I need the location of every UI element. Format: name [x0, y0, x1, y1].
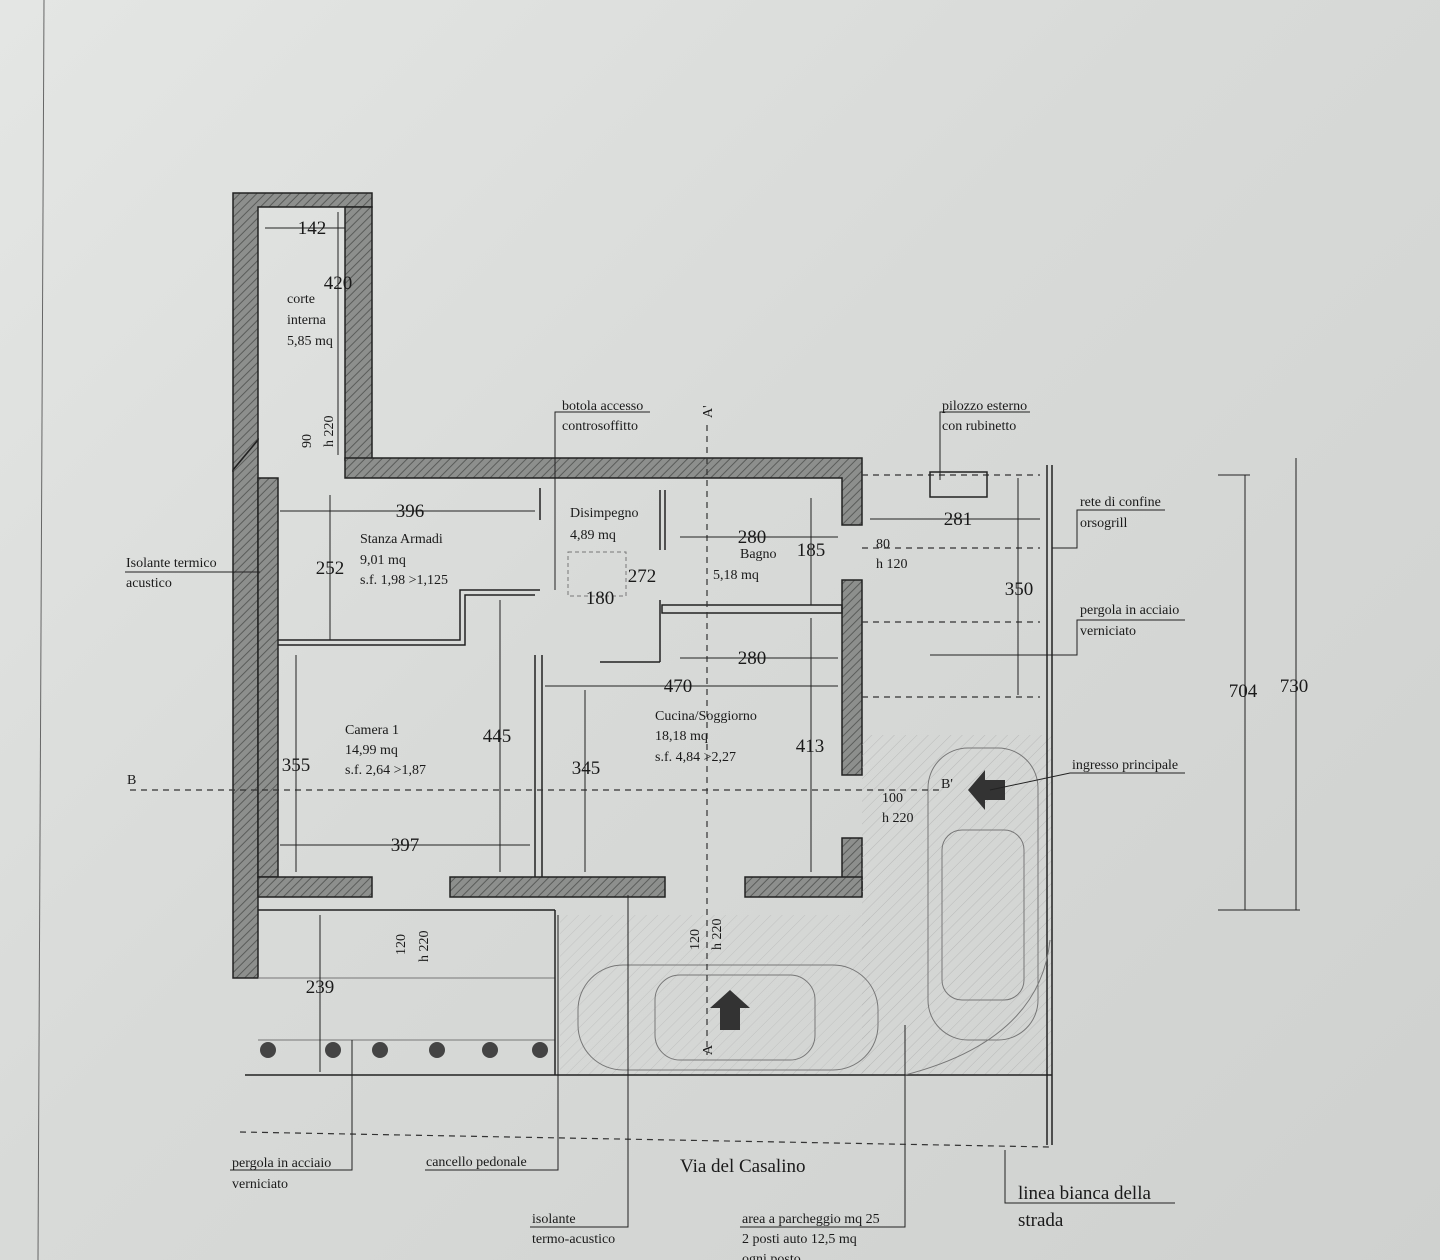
plant-icon: [325, 1042, 341, 1058]
disimpegno-area: 4,89 mq: [570, 528, 616, 543]
bagno-width: 280: [738, 527, 767, 548]
stanza-sf: s.f. 1,98 >1,125: [360, 573, 448, 588]
note-pergola-right-1: pergola in acciaio: [1080, 603, 1179, 618]
note-pergola-right-2: verniciato: [1080, 624, 1136, 639]
cucina-width-280: 280: [738, 648, 767, 669]
section-a-bottom: A: [701, 1044, 716, 1055]
disimpegno-dim-180: 180: [586, 588, 615, 609]
entrance-arrow-icon: [968, 770, 1005, 810]
bagno-area: 5,18 mq: [713, 568, 759, 583]
note-cancello: cancello pedonale: [426, 1155, 527, 1170]
dim-350: 350: [1005, 579, 1034, 600]
entrance-door-height: h 220: [882, 811, 914, 826]
note-parcheggio-1: area a parcheggio mq 25: [742, 1212, 880, 1227]
stanza-width: 396: [396, 501, 425, 522]
page-edge: [37, 0, 45, 1260]
cucina-height: 413: [796, 736, 825, 757]
note-rete-2: orsogrill: [1080, 516, 1128, 531]
cucina-name: Cucina/Soggiorno: [655, 709, 757, 724]
note-botola-1: botola accesso: [562, 399, 643, 414]
cucina-area: 18,18 mq: [655, 729, 708, 744]
window-camera-height: h 220: [417, 931, 432, 963]
camera-sf: s.f. 2,64 >1,87: [345, 763, 426, 778]
camera-height-445: 445: [483, 726, 512, 747]
note-linea-1: linea bianca della: [1018, 1183, 1151, 1204]
stanza-area: 9,01 mq: [360, 553, 406, 568]
note-parcheggio-2: 2 posti auto 12,5 mq: [742, 1232, 857, 1247]
window-cucina-width: 120: [688, 929, 703, 950]
plant-icon: [429, 1042, 445, 1058]
camera-width: 397: [391, 835, 420, 856]
court-label-2: interna: [287, 313, 327, 328]
court-length: 420: [324, 273, 353, 294]
note-ingresso: ingresso principale: [1072, 758, 1178, 773]
dim-730: 730: [1280, 676, 1309, 697]
plant-icon: [372, 1042, 388, 1058]
bagno-name: Bagno: [740, 547, 777, 562]
street-name: Via del Casalino: [680, 1156, 806, 1177]
exterior-lines: [130, 425, 1053, 1148]
court-label-1: corte: [287, 292, 315, 307]
note-isolante-left-2: acustico: [126, 576, 172, 591]
court-opening: 90: [300, 434, 315, 448]
note-isolante-left-1: Isolante termico: [126, 556, 217, 571]
plant-icons: [260, 1042, 548, 1058]
plant-icon: [482, 1042, 498, 1058]
note-linea-2: strada: [1018, 1210, 1064, 1231]
plant-icon: [260, 1042, 276, 1058]
stanza-height: 252: [316, 558, 345, 579]
walls: [232, 192, 863, 979]
note-botola-2: controsoffitto: [562, 419, 638, 434]
note-pergola-bottom-2: verniciato: [232, 1177, 288, 1192]
dim-239: 239: [306, 977, 335, 998]
cucina-height-345: 345: [572, 758, 601, 779]
camera-height: 355: [282, 755, 311, 776]
interior-walls: [278, 488, 843, 877]
note-parcheggio-3: ogni posto: [742, 1252, 801, 1260]
stanza-name: Stanza Armadi: [360, 532, 443, 547]
note-pilozzo-2: con rubinetto: [942, 419, 1016, 434]
dim-281: 281: [944, 509, 973, 530]
plant-icon: [532, 1042, 548, 1058]
section-b-right: B': [941, 777, 953, 792]
note-pergola-bottom-1: pergola in acciaio: [232, 1156, 331, 1171]
disimpegno-name: Disimpegno: [570, 506, 638, 521]
parking-arrow-icon: [710, 990, 750, 1030]
dimension-lines: [265, 212, 1300, 1072]
dim-704: 704: [1229, 681, 1258, 702]
bagno-window: 80: [876, 537, 890, 552]
window-camera-width: 120: [394, 934, 409, 955]
cucina-sf: s.f. 4,84 >2,27: [655, 750, 736, 765]
bagno-height: 185: [797, 540, 826, 561]
court-width: 142: [298, 218, 327, 239]
camera-area: 14,99 mq: [345, 743, 398, 758]
note-pilozzo-1: pilozzo esterno: [942, 399, 1027, 414]
entrance-door-width: 100: [882, 791, 903, 806]
cucina-width-470: 470: [664, 676, 693, 697]
disimpegno-dim-272: 272: [628, 566, 657, 587]
note-isolante-bottom-2: termo-acustico: [532, 1232, 615, 1247]
note-isolante-bottom-1: isolante: [532, 1212, 576, 1227]
leader-lines: [125, 411, 1185, 1228]
bagno-window-height: h 120: [876, 557, 908, 572]
court-opening-height: h 220: [322, 416, 337, 448]
window-cucina-height: h 220: [710, 919, 725, 951]
note-rete-1: rete di confine: [1080, 495, 1161, 510]
section-b-left: B: [127, 773, 136, 788]
court-area: 5,85 mq: [287, 334, 333, 349]
section-a-top: A': [701, 405, 716, 418]
camera-name: Camera 1: [345, 723, 399, 738]
